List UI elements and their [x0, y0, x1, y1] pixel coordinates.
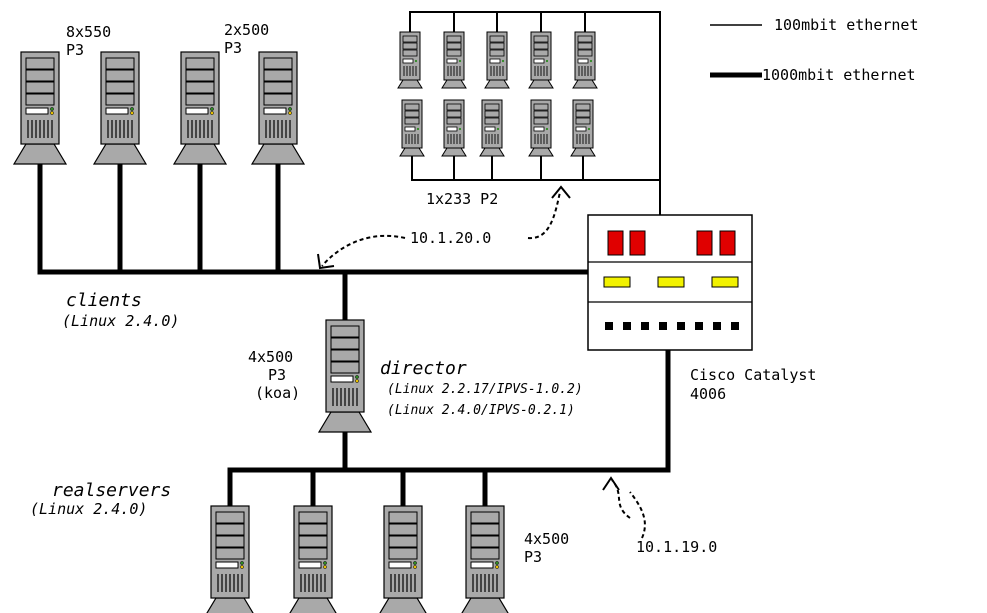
p2-tower-icon	[571, 100, 595, 156]
realserver-tower-icon	[377, 506, 429, 613]
client-group1-spec: 8x550	[66, 23, 111, 41]
legend-thin-label: 100mbit ethernet	[774, 16, 919, 34]
client-tower-icon	[14, 52, 66, 164]
p2-tower-icon	[398, 32, 422, 88]
client-group2-spec: 2x500	[224, 21, 269, 39]
client-group2-cpu: P3	[224, 39, 242, 57]
p2-tower-icon	[529, 100, 553, 156]
clients-os: (Linux 2.4.0)	[62, 312, 179, 330]
p2-servers	[398, 32, 597, 156]
cisco-switch	[588, 215, 752, 350]
realserver-spec: 4x500	[524, 530, 569, 548]
p2-tower-icon	[442, 100, 466, 156]
realserver-tower-icon	[287, 506, 339, 613]
client-servers	[14, 52, 304, 164]
switch-model: 4006	[690, 385, 726, 403]
switch-led-yellow	[658, 277, 684, 287]
p2-tower-icon	[480, 100, 504, 156]
director-os-2: (Linux 2.4.0/IPVS-0.2.1)	[387, 403, 575, 418]
p2-group-label: 1x233 P2	[426, 190, 498, 208]
switch-led-red	[630, 231, 645, 255]
p2-tower-icon	[573, 32, 597, 88]
switch-led-yellow	[712, 277, 738, 287]
realserver-cpu: P3	[524, 548, 542, 566]
realserver-tower-icon	[204, 506, 256, 613]
p2-tower-icon	[529, 32, 553, 88]
server-net-arrow-2	[630, 492, 645, 538]
director-host: (koa)	[255, 384, 300, 402]
legend: 100mbit ethernet 1000mbit ethernet	[710, 16, 919, 84]
clients-title: clients	[66, 290, 142, 311]
realservers-group	[204, 506, 511, 613]
realserver-tower-icon	[459, 506, 511, 613]
server-network-address: 10.1.19.0	[636, 538, 717, 556]
server-net-arrow	[612, 480, 630, 518]
client-tower-icon	[94, 52, 146, 164]
p2-tower-icon	[485, 32, 509, 88]
client-net-arrow	[322, 236, 405, 266]
switch-led-red	[720, 231, 735, 255]
legend-thick-label: 1000mbit ethernet	[762, 66, 916, 84]
client-tower-icon	[252, 52, 304, 164]
switch-led-red	[608, 231, 623, 255]
p2-tower-icon	[442, 32, 466, 88]
switch-led-red	[697, 231, 712, 255]
client-network-address: 10.1.20.0	[410, 229, 491, 247]
director-os-1: (Linux 2.2.17/IPVS-1.0.2)	[387, 382, 583, 397]
client-group1-cpu: P3	[66, 41, 84, 59]
client-tower-icon	[174, 52, 226, 164]
p2-tower-icon	[400, 100, 424, 156]
realservers-os: (Linux 2.4.0)	[30, 500, 147, 518]
director-cpu: P3	[268, 366, 286, 384]
switch-name: Cisco Catalyst	[690, 366, 816, 384]
realservers-title: realservers	[52, 480, 171, 501]
p2-net-arrow	[528, 192, 560, 238]
director-spec: 4x500	[248, 348, 293, 366]
switch-led-yellow	[604, 277, 630, 287]
director-tower-icon	[319, 320, 371, 432]
director-title: director	[380, 358, 467, 379]
